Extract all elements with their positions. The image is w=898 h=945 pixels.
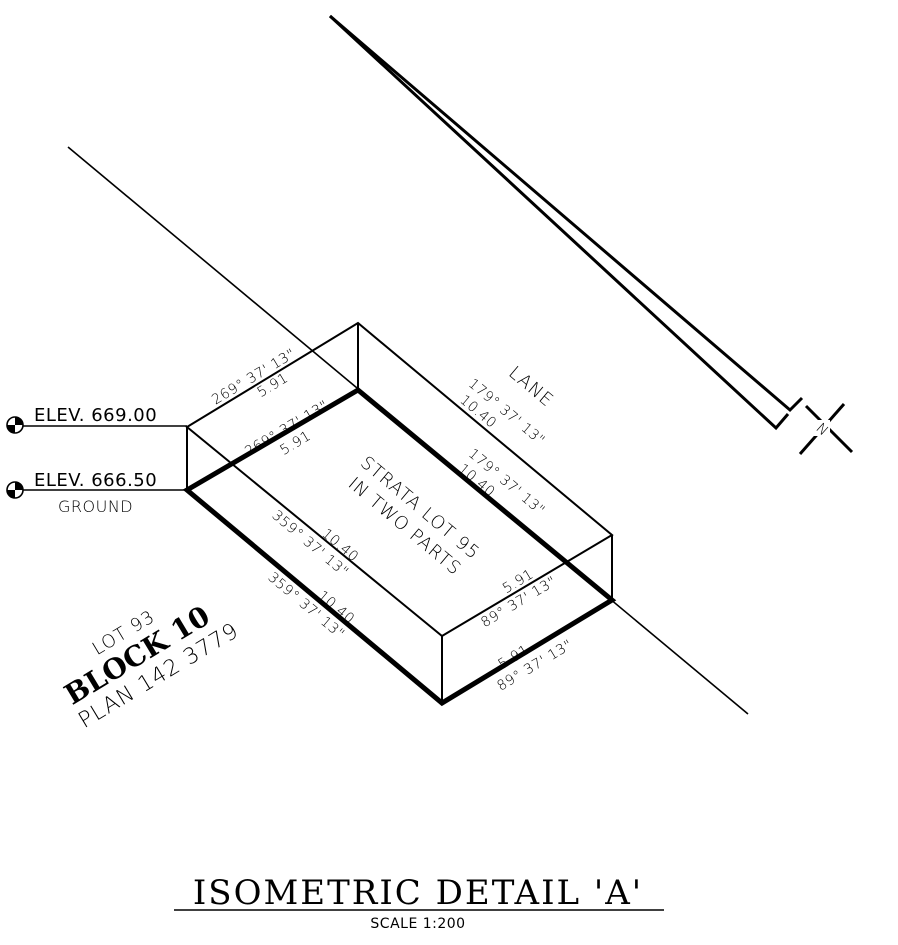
- lane-line: [328, 14, 804, 431]
- ground-label: GROUND: [58, 497, 133, 516]
- drawing-title: ISOMETRIC DETAIL 'A': [193, 873, 643, 913]
- dim-upper-se: 5.91 89° 37' 13": [478, 566, 559, 631]
- dim-upper-nw: 269° 37' 13" 5.91: [209, 346, 298, 408]
- elev-lower-label: ELEV. 666.50: [34, 470, 157, 491]
- ground-footprint: [182, 386, 617, 707]
- north-arrow-icon: N: [798, 403, 854, 455]
- lot-block-plan-label: LOT 93 BLOCK 10 PLAN 142 3779: [59, 599, 244, 734]
- elev-lower-marker: ELEV. 666.50 GROUND: [6, 470, 187, 516]
- elev-upper-marker: ELEV. 669.00: [6, 405, 187, 434]
- lane-label: LANE: [504, 362, 557, 411]
- upper-prism: [185, 321, 614, 703]
- scale-label: SCALE 1:200: [370, 916, 465, 932]
- dim-lower-nw: 269° 37' 13" 5.91: [242, 398, 331, 460]
- dim-lower-ne: 179° 37' 13" 10.40: [455, 446, 548, 519]
- elev-upper-label: ELEV. 669.00: [34, 405, 157, 426]
